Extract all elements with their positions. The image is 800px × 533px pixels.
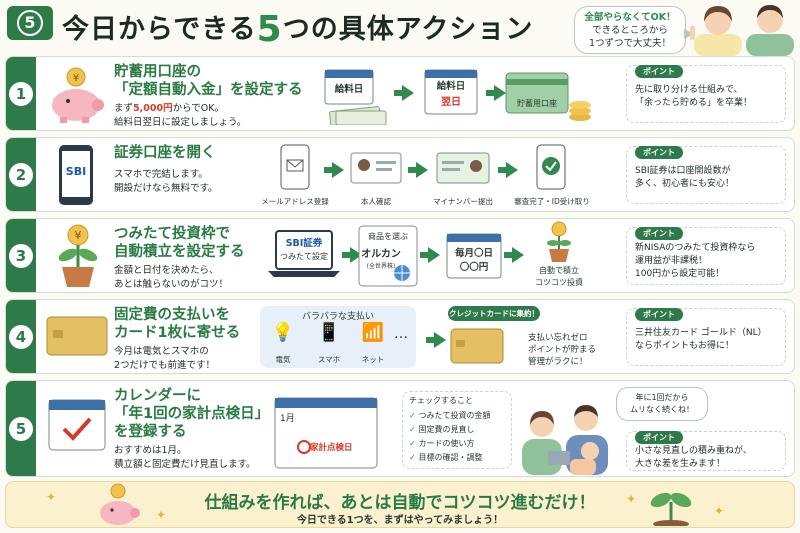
laptop-icon <box>268 230 340 277</box>
arrow-icon <box>498 162 518 178</box>
step-row-5: 5 カレンダーに 「年1回の家計点検日」 を登録する おすすめは1月。 積立額と… <box>5 380 795 477</box>
calendar-icon <box>446 233 502 279</box>
point-box: ポイント SBI証券は口座開設数が多く、初心者にも安心！ <box>626 146 786 204</box>
speech-bubble: 全部やらなくてOK！ できるところから 1つずつで大丈夫！ <box>574 6 694 54</box>
calendar-icon <box>324 69 374 105</box>
arrow-icon <box>324 162 344 178</box>
sparkle-icon: ✦ <box>156 508 167 522</box>
step-row-1: 1 ¥ 貯蓄用口座の 「定額自動入金」を設定する まず5,000円からでOK。 … <box>5 56 795 131</box>
id-card-icon <box>350 152 402 184</box>
step-row-4: 4 固定費の支払いを カード1枚に寄せる 今月は電気とスマホの 2つだけでも前進… <box>5 299 795 374</box>
footer-banner: ✦ ✦ 仕組みを作れば、あとは自動でコツコツ進むだけ！ 今日できる1つを、まずは… <box>5 481 795 528</box>
step-text: 貯蓄用口座の 「定額自動入金」を設定する まず5,000円からでOK。 給料日翌… <box>114 64 303 128</box>
arrow-icon <box>426 332 446 348</box>
money-plant-icon: ¥ <box>58 224 98 287</box>
step-number: 2 <box>6 138 36 211</box>
bank-card-icon <box>505 72 591 121</box>
product-card-icon <box>358 225 418 287</box>
couple-illustration <box>690 5 794 56</box>
check-icon: ✓ <box>409 439 419 448</box>
svg-text:¥: ¥ <box>75 229 82 242</box>
arrow-icon <box>394 85 414 101</box>
sparkle-icon: ✦ <box>46 490 57 504</box>
step-number: 4 <box>6 300 36 373</box>
header: 5 今日からできる5つの具体アクション 全部やらなくてOK！ できるところから … <box>0 0 800 56</box>
section-badge: 5 <box>7 6 53 40</box>
credit-tag: クレジットカードに集約！ <box>448 306 540 321</box>
calendar-check-icon <box>48 399 106 451</box>
sparkle-icon: ✦ <box>714 504 725 518</box>
credit-card-icon <box>46 316 108 356</box>
my-number-card-icon <box>436 152 490 184</box>
svg-text:¥: ¥ <box>73 73 79 84</box>
point-box: ポイント 新NISAのつみたて投資枠なら運用益が非課税！100円から設定可能！ <box>626 227 786 285</box>
arrow-icon <box>408 162 428 178</box>
check-icon: ✓ <box>409 411 419 420</box>
scattered-payments-box: バラバラな支払い 💡 📱 📶 … 電気 スマホ ネット <box>260 306 416 368</box>
point-box: ポイント 小さな見直しの積み重ねが、大きな差を生みます！ <box>626 431 786 471</box>
arrow-icon <box>486 85 506 101</box>
checklist-box: チェックすること ✓ つみたて投資の金額 ✓ 固定費の見直し ✓ カードの使い方… <box>402 391 512 469</box>
step-row-2: 2 SBI 証券口座を開く スマホで完結します。 開設だけなら無料です。 メール… <box>5 137 795 212</box>
step-number: 3 <box>6 219 36 292</box>
step-number: 1 <box>6 57 36 130</box>
email-phone-icon <box>280 144 310 190</box>
money-plant-icon <box>547 221 571 262</box>
piggy-bank-icon <box>100 483 140 525</box>
sparkle-icon: ✦ <box>626 492 637 506</box>
arrow-icon <box>420 247 440 263</box>
point-box: ポイント 先に取り分ける仕組みで、「余ったら貯める」を卒業！ <box>626 65 786 123</box>
smartphone-icon: 📱 <box>317 322 341 343</box>
arrow-icon <box>504 247 524 263</box>
step-text: つみたて投資枠で 自動積立を設定する 金額と日付を決めたら、 あとは触らないのが… <box>114 226 245 290</box>
wifi-icon: 📶 <box>361 322 385 343</box>
check-phone-icon <box>536 144 566 190</box>
calendar-icon <box>424 69 478 115</box>
step-text: 証券口座を開く スマホで完結します。 開設だけなら無料です。 <box>114 145 218 194</box>
point-box: ポイント 三井住友カード ゴールド（NL）ならポイントもお得に！ <box>626 308 786 366</box>
credit-card-icon <box>450 328 504 364</box>
speech-bubble: 年に1回だからムリなく続くね！ <box>616 387 708 421</box>
sprout-icon <box>650 492 692 526</box>
step-text: カレンダーに 「年1回の家計点検日」 を登録する おすすめは1月。 積立額と固定… <box>114 388 270 470</box>
check-icon: ✓ <box>409 425 419 434</box>
smartphone-icon <box>59 145 93 205</box>
step-number: 5 <box>6 381 36 476</box>
family-illustration <box>522 405 608 475</box>
step-text: 固定費の支払いを カード1枚に寄せる 今月は電気とスマホの 2つだけでも前進です… <box>114 307 241 371</box>
calendar-icon <box>274 397 378 469</box>
step-row-3: 3 ¥ つみたて投資枠で 自動積立を設定する 金額と日付を決めたら、 あとは触ら… <box>5 218 795 293</box>
page-title: 今日からできる5つの具体アクション <box>62 9 534 50</box>
piggy-bank-icon: ¥ <box>52 67 104 123</box>
check-icon: ✓ <box>409 453 419 462</box>
cash-icon <box>329 106 387 125</box>
lightbulb-icon: 💡 <box>271 322 295 343</box>
